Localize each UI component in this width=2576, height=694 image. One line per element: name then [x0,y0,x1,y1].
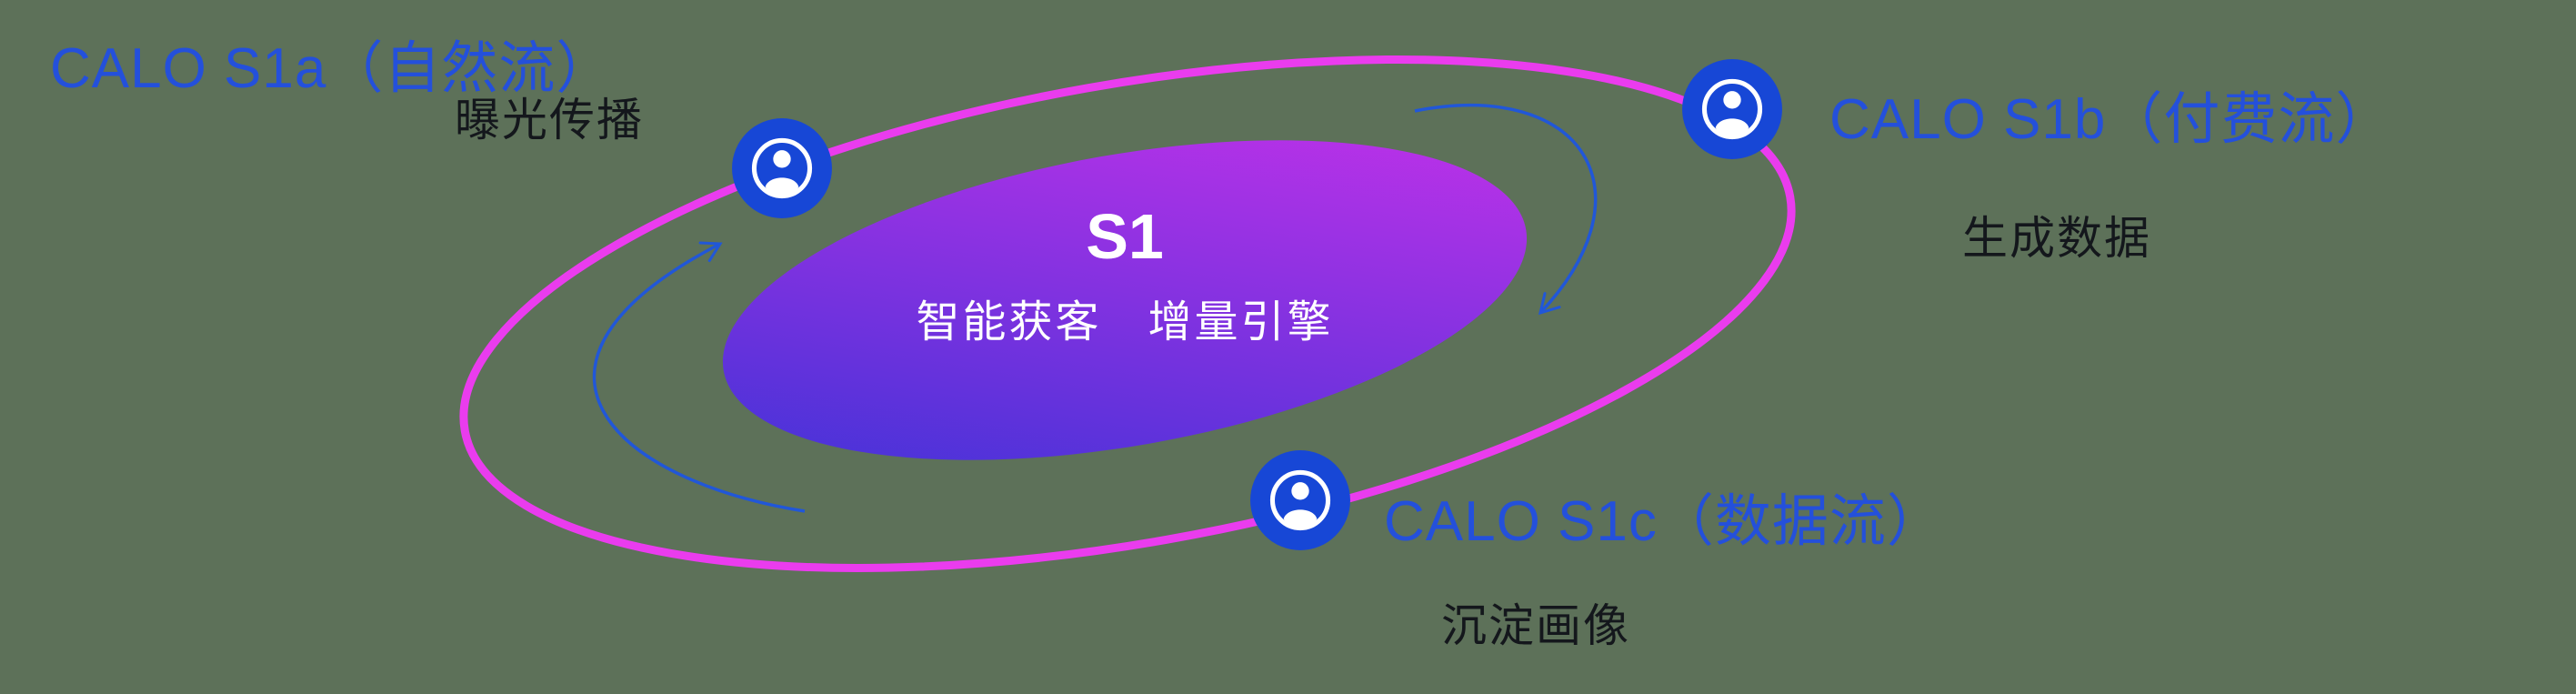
user-icon-s1a [732,118,832,218]
node-s1a-subtitle: 曝光传播 [455,95,644,146]
core-subtitle: 智能获客 增量引擎 [916,297,1334,347]
flow-arrow-right [1414,104,1598,316]
node-s1c-subtitle: 沉淀画像 [1441,600,1630,651]
flow-arrow-left [592,241,806,513]
core-ellipse [722,140,1528,460]
user-icon-s1c [1250,450,1350,550]
core-title: S1 [1086,201,1164,272]
orbit-ring [459,55,1796,572]
core-label: S1 智能获客 增量引擎 [852,201,1398,349]
node-s1b-title: CALO S1b（付费流） [1829,88,2393,151]
node-s1b-subtitle: 生成数据 [1962,213,2151,264]
user-icon-s1b [1682,59,1782,159]
node-s1a-title: CALO S1a（自然流） [50,37,614,100]
node-s1c-title: CALO S1c（数据流） [1384,490,1944,553]
